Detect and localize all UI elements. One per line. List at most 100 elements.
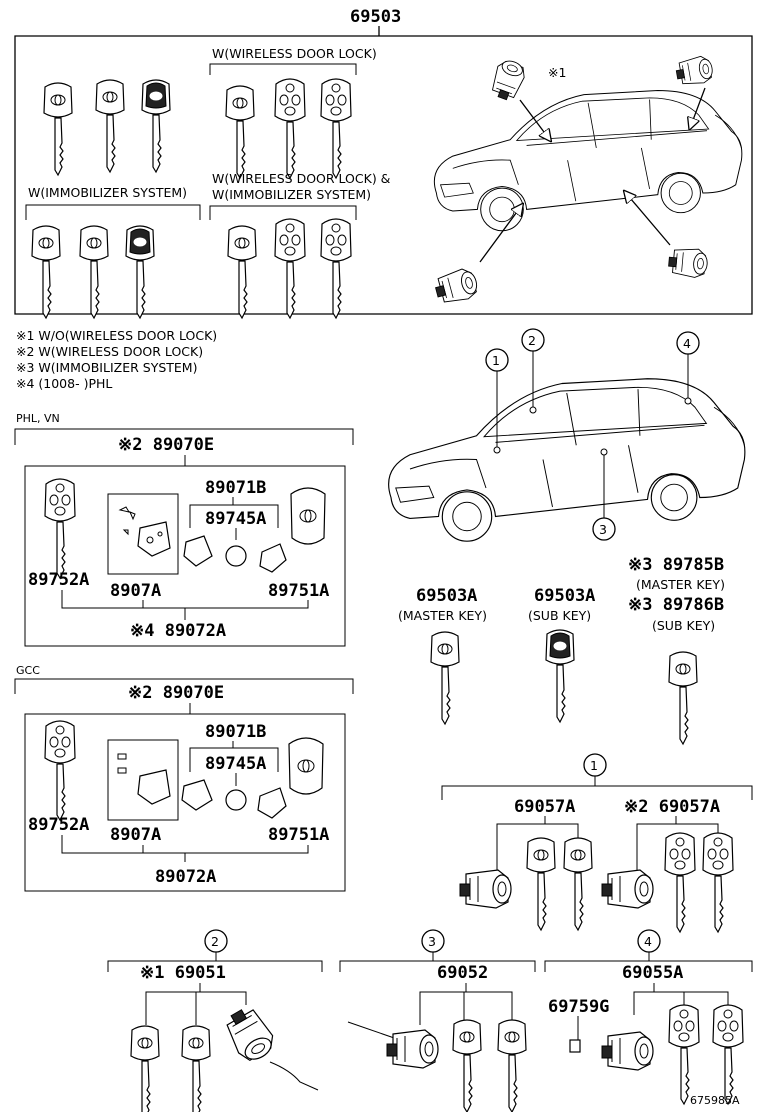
imm-sub-key-part: ※3 89786B bbox=[628, 595, 724, 615]
small-parts bbox=[117, 753, 127, 774]
region1-8907A: 8907A bbox=[110, 581, 161, 601]
region2-frame bbox=[24, 703, 346, 892]
region1-footer: ※4 89072A bbox=[130, 621, 226, 641]
keys-immobilizer bbox=[31, 225, 155, 319]
keys-both bbox=[227, 218, 352, 319]
imm-sub-key-label: (SUB KEY) bbox=[652, 618, 715, 633]
case-half-icon bbox=[259, 543, 287, 573]
group1-right-part: ※2 69057A bbox=[624, 797, 720, 817]
region1-header: ※2 89070E bbox=[118, 435, 214, 455]
region2-footer: 89072A bbox=[155, 867, 216, 887]
bracket-both bbox=[209, 205, 357, 220]
label-wireless: W(WIRELESS DOOR LOCK) bbox=[212, 46, 377, 61]
circuit-board-icon bbox=[137, 521, 171, 557]
remote-fob-icon bbox=[288, 737, 324, 795]
region2-header: ※2 89070E bbox=[128, 683, 224, 703]
region1-parts-box bbox=[107, 493, 179, 575]
region1-89751A: 89751A bbox=[268, 581, 329, 601]
note-3: ※3 W(IMMOBILIZER SYSTEM) bbox=[16, 360, 197, 375]
key-icon bbox=[125, 225, 155, 319]
sub-key-label: (SUB KEY) bbox=[528, 608, 591, 623]
region1-frame bbox=[24, 455, 346, 647]
region2-89745A: 89745A bbox=[205, 754, 266, 774]
cylinder-icon bbox=[667, 246, 709, 279]
bracket-89072A bbox=[61, 835, 309, 862]
region2-89752A: 89752A bbox=[28, 815, 89, 835]
group4-sub-part: 69759G bbox=[548, 997, 609, 1017]
cylinder-icon bbox=[601, 1031, 654, 1071]
region1-89752A: 89752A bbox=[28, 570, 89, 590]
region2-8907A: 8907A bbox=[110, 825, 161, 845]
region2-label: GCC bbox=[16, 664, 40, 677]
immobilizer-key-icon bbox=[668, 651, 698, 745]
region2-89751A: 89751A bbox=[268, 825, 329, 845]
arrow bbox=[690, 87, 706, 128]
bracket-89071B bbox=[189, 741, 279, 772]
battery-icon bbox=[225, 789, 247, 811]
group-1: 1 69057A ※2 69057A bbox=[441, 753, 753, 933]
car-callout-2: 2 bbox=[521, 328, 545, 414]
key-icon bbox=[141, 79, 171, 173]
sub-key-part: 69503A bbox=[534, 586, 595, 606]
key-icon bbox=[31, 225, 61, 319]
group2-part: ※1 69051 bbox=[140, 963, 226, 983]
figure-code: 675985A bbox=[690, 1094, 740, 1107]
label-immobilizer: W(IMMOBILIZER SYSTEM) bbox=[28, 185, 187, 200]
car-callout-4: 4 bbox=[676, 331, 700, 405]
cylinder-icon bbox=[386, 1029, 439, 1069]
case-half-icon bbox=[183, 535, 213, 567]
cylinder-icon bbox=[459, 869, 512, 909]
cylinder-icon bbox=[432, 265, 481, 307]
bracket-wireless bbox=[209, 63, 357, 75]
small-parts bbox=[118, 506, 136, 536]
svg-text:3: 3 bbox=[599, 522, 607, 537]
cylinder-icon bbox=[601, 869, 654, 909]
svg-text:3: 3 bbox=[428, 934, 436, 949]
master-key-part: 69503A bbox=[416, 586, 477, 606]
top-part-number: 69503 bbox=[350, 7, 401, 27]
callout-mark-1: ※1 bbox=[548, 65, 566, 80]
region2-89071B: 89071B bbox=[205, 722, 266, 742]
circuit-board-icon bbox=[137, 769, 171, 805]
remote-key-icon bbox=[44, 478, 76, 579]
cylinder-icon bbox=[487, 56, 529, 104]
key-icon bbox=[526, 837, 556, 931]
group4-part: 69055A bbox=[622, 963, 683, 983]
arrow bbox=[625, 192, 671, 246]
remote-key-icon bbox=[668, 1004, 700, 1105]
svg-text:4: 4 bbox=[644, 934, 652, 949]
key-icon bbox=[497, 1019, 527, 1112]
car-illustration-middle bbox=[388, 378, 746, 542]
remote-fob-icon bbox=[290, 487, 326, 545]
note-1: ※1 W/O(WIRELESS DOOR LOCK) bbox=[16, 328, 217, 343]
arrow bbox=[519, 99, 550, 140]
cylinder-icon bbox=[220, 1002, 280, 1067]
region2-top-bracket bbox=[14, 678, 354, 694]
region1-top-bracket bbox=[14, 428, 354, 445]
svg-text:2: 2 bbox=[528, 333, 536, 348]
top-panel-frame bbox=[14, 26, 753, 315]
group-4: 4 69055A 69759G bbox=[544, 929, 753, 1105]
group1-left-part: 69057A bbox=[514, 797, 575, 817]
master-key-label: (MASTER KEY) bbox=[398, 608, 487, 623]
remote-key-icon bbox=[320, 218, 352, 319]
arrow bbox=[479, 205, 522, 263]
bracket-immobilizer bbox=[25, 204, 201, 220]
key-icon bbox=[95, 79, 125, 173]
key-icon bbox=[130, 1025, 160, 1112]
remote-key-icon bbox=[664, 832, 696, 933]
bracket-89072A bbox=[61, 590, 309, 620]
key-icon bbox=[225, 85, 255, 179]
svg-text:2: 2 bbox=[211, 934, 219, 949]
clip-icon bbox=[569, 1039, 581, 1053]
remote-key-icon bbox=[274, 218, 306, 319]
region1-89071B: 89071B bbox=[205, 478, 266, 498]
svg-text:1: 1 bbox=[590, 758, 598, 773]
sub-key-icon bbox=[545, 629, 575, 723]
key-icon bbox=[43, 82, 73, 176]
notes: ※1 W/O(WIRELESS DOOR LOCK) ※2 W(WIRELESS… bbox=[16, 328, 217, 391]
master-key-icon bbox=[430, 631, 460, 725]
key-icon bbox=[79, 225, 109, 319]
note-4: ※4 (1008- )PHL bbox=[16, 376, 112, 391]
